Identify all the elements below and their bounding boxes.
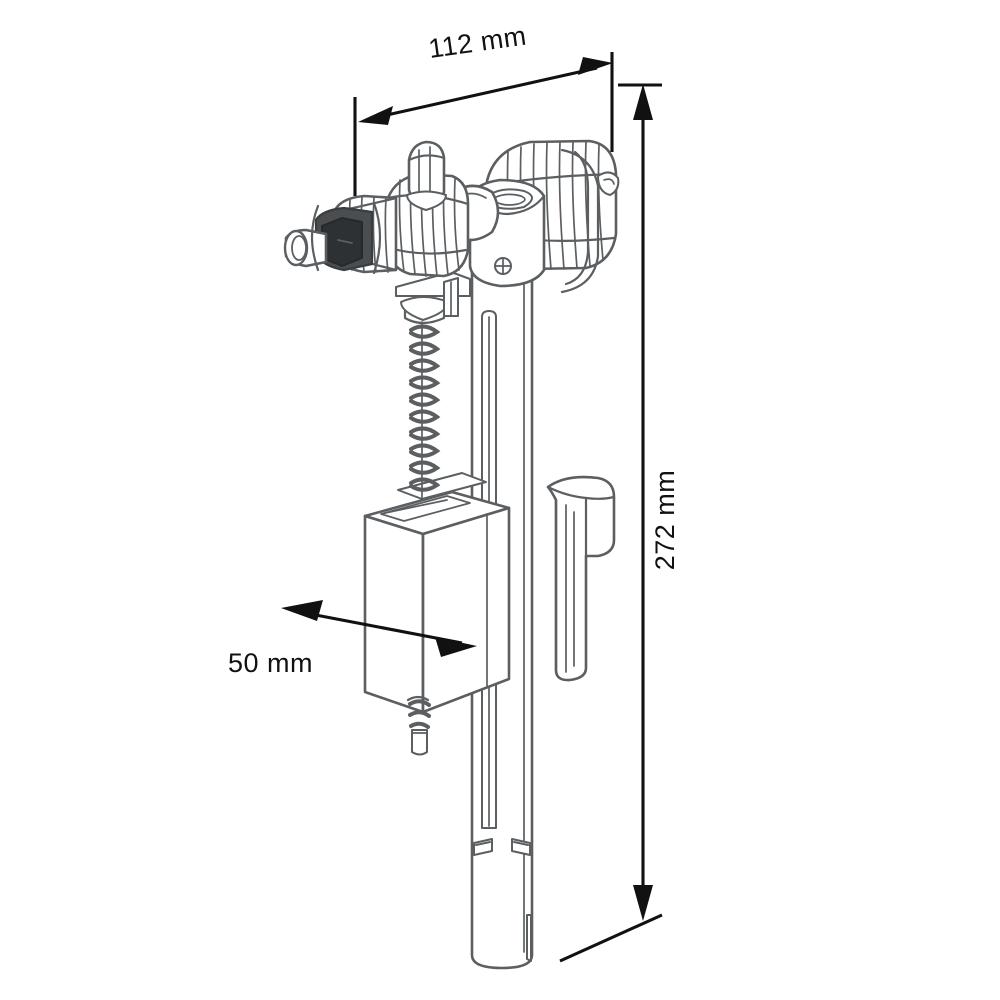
guide-rail-clip: [546, 475, 616, 682]
arrowhead-left: [281, 600, 323, 621]
dimension-width-112mm: 112 mm: [353, 21, 614, 196]
valve-bracket-arm: [395, 271, 471, 317]
inlet-connector: [283, 201, 382, 275]
float-nipple: [406, 695, 431, 756]
shaft-slots: [473, 838, 532, 962]
arrowhead-right: [578, 57, 613, 75]
valve-head-assembly: [283, 139, 620, 294]
dimension-label-float: 50 mm: [228, 648, 313, 678]
float-body: [363, 490, 511, 714]
float-support-plate: [397, 472, 487, 500]
threaded-spring-rod: [400, 296, 449, 499]
dimension-float-50mm: 50 mm: [228, 600, 477, 678]
spring-coils: [409, 324, 441, 492]
fill-valve-illustration: [283, 139, 620, 970]
dimension-label-height: 272 mm: [650, 470, 680, 571]
cap-bracket-arm: [560, 148, 600, 294]
top-stem-cap: [406, 140, 447, 211]
arrowhead-right: [435, 637, 477, 657]
dimension-height-272mm: 272 mm: [559, 83, 680, 963]
arrowhead-left: [358, 106, 393, 125]
arrowhead-top: [633, 84, 653, 120]
body-screw-icon: [494, 257, 512, 275]
arrowhead-bottom: [633, 885, 653, 921]
